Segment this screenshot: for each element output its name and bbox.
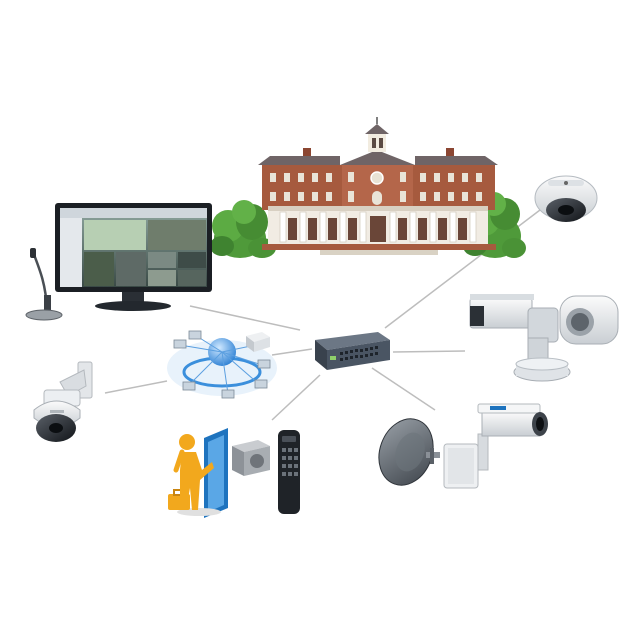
speed-dome-camera-icon	[33, 361, 93, 442]
tree-left-icon	[210, 200, 276, 258]
link-hub-access-control	[271, 374, 321, 421]
surveillance-monitor-icon	[55, 203, 212, 311]
desk-microphone-icon	[25, 248, 63, 321]
ptz-camera-icon	[469, 294, 619, 382]
server-rack-icon	[246, 332, 270, 352]
dome-camera-icon	[534, 175, 598, 222]
bullet-camera-icon	[443, 403, 548, 489]
link-hub-ptz-camera	[392, 350, 466, 353]
link-hub-dish-antenna	[371, 367, 436, 411]
wireless-dish-antenna-icon	[378, 418, 440, 486]
link-hub-monitor	[189, 305, 301, 331]
school-building-icon	[210, 117, 526, 258]
link-hub-network-cloud	[271, 348, 313, 356]
network-switch-icon	[315, 332, 390, 370]
access-control-icon	[168, 428, 300, 518]
keypad-remote-icon	[278, 430, 300, 514]
link-network-cloud-speed-dome	[104, 380, 168, 394]
network-cloud-icon	[167, 330, 277, 399]
intercom-box-icon	[232, 440, 270, 476]
